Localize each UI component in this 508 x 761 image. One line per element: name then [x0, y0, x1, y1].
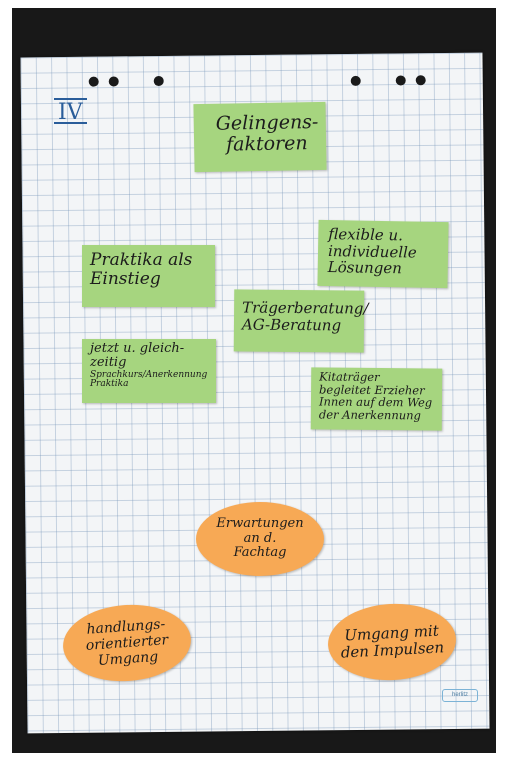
note-praktika: Praktika als Einstieg	[82, 245, 215, 307]
note-line: Einstieg	[90, 268, 161, 289]
sheet-number: IV	[54, 98, 87, 125]
punch-hole	[153, 75, 164, 87]
note-line: Praktika als	[90, 250, 193, 270]
note-line: faktoren	[225, 132, 308, 156]
note-kitatraeger: Kitaträger begleitet Erzieher Innen auf …	[310, 367, 443, 431]
note-flexible: flexible u. individuelle Lösungen	[317, 219, 449, 289]
oval-line: Umgang	[97, 648, 159, 670]
note-line: Praktika	[90, 379, 129, 390]
note-line: Sprachkurs/Anerkennung	[90, 369, 208, 380]
note-traegerberatung: Trägerberatung/ AG-Beratung	[233, 289, 369, 353]
note-line: zeitig	[90, 355, 127, 371]
oval-line: Fachtag	[233, 545, 287, 561]
oval-line: den Impulsen	[340, 638, 445, 662]
oval-line: an d.	[243, 530, 277, 546]
note-jetzt: jetzt u. gleich- zeitig Sprachkurs/Anerk…	[82, 339, 216, 403]
brand-logo: herlitz	[442, 689, 478, 702]
oval-erwartungen: Erwartungen an d. Fachtag	[196, 502, 324, 576]
oval-line: Erwartungen	[216, 515, 304, 531]
punch-hole	[415, 75, 426, 86]
punch-hole	[108, 76, 119, 87]
note-line: der Anerkennung	[318, 407, 422, 423]
note-line: AG-Beratung	[241, 315, 342, 334]
note-line: Gelingens-	[215, 110, 319, 135]
note-line: Trägerberatung/	[242, 298, 369, 318]
punch-hole	[395, 75, 406, 86]
note-line: Lösungen	[327, 258, 403, 278]
note-gelingensfaktoren: Gelingens- faktoren	[193, 101, 327, 173]
punch-hole	[350, 75, 361, 86]
punch-hole	[88, 76, 99, 87]
note-line: jetzt u. gleich-	[90, 341, 185, 356]
